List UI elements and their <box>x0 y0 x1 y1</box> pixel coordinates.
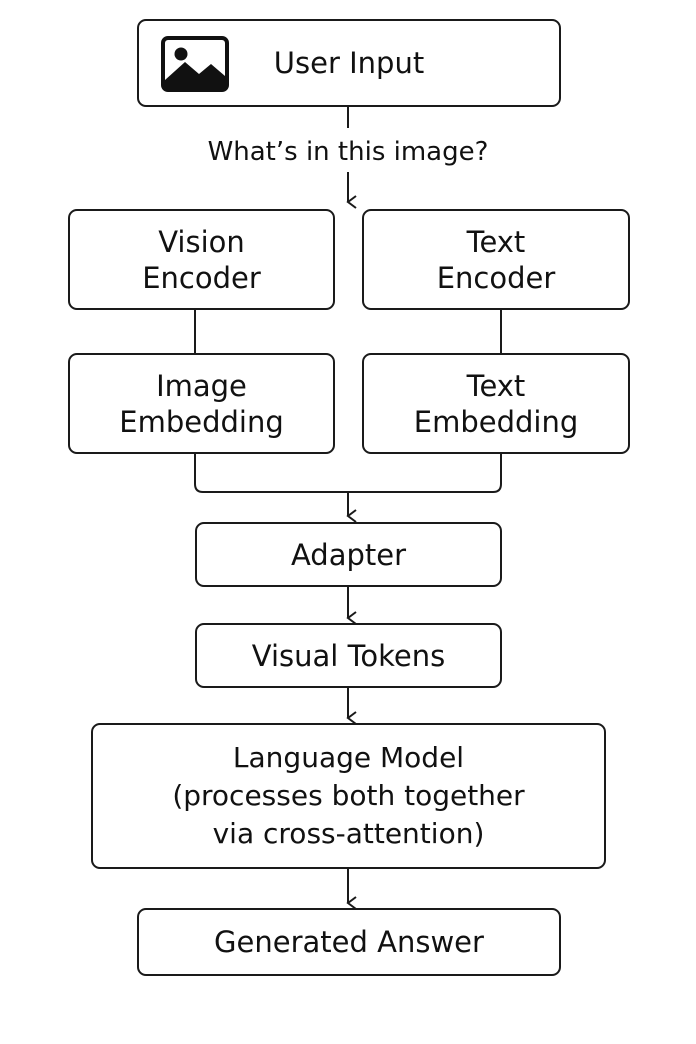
visual-tokens-label: Visual Tokens <box>251 638 446 673</box>
image-embedding-line-1: Image <box>156 368 247 403</box>
vision-encoder-line-2: Encoder <box>142 260 261 295</box>
adapter-node: Adapter <box>195 522 502 587</box>
language-model-node: Language Model (processes both together … <box>91 723 606 869</box>
generated-answer-node: Generated Answer <box>137 908 561 976</box>
generated-answer-label: Generated Answer <box>214 925 484 959</box>
text-embedding-line-1: Text <box>466 368 526 403</box>
image-embedding-node: Image Embedding <box>68 353 335 454</box>
text-embedding-line-2: Embedding <box>413 404 579 439</box>
text-encoder-node: Text Encoder <box>362 209 630 310</box>
edge-embeddings-merge <box>194 453 502 493</box>
language-model-line-2: (processes both together <box>172 779 525 812</box>
vision-encoder-node: Vision Encoder <box>68 209 335 310</box>
language-model-line-3: via cross-attention) <box>212 817 485 850</box>
visual-tokens-node: Visual Tokens <box>195 623 502 688</box>
language-model-line-1: Language Model <box>232 741 465 774</box>
vision-encoder-line-1: Vision <box>158 224 245 259</box>
image-embedding-line-2: Embedding <box>119 404 284 439</box>
image-icon <box>161 36 229 92</box>
user-input-label: User Input <box>273 46 425 80</box>
user-input-node: User Input <box>137 19 561 107</box>
text-encoder-line-1: Text <box>466 224 526 259</box>
query-edge-label: What’s in this image? <box>207 137 489 167</box>
text-encoder-line-2: Encoder <box>436 260 556 295</box>
text-embedding-node: Text Embedding <box>362 353 630 454</box>
adapter-label: Adapter <box>290 537 407 572</box>
